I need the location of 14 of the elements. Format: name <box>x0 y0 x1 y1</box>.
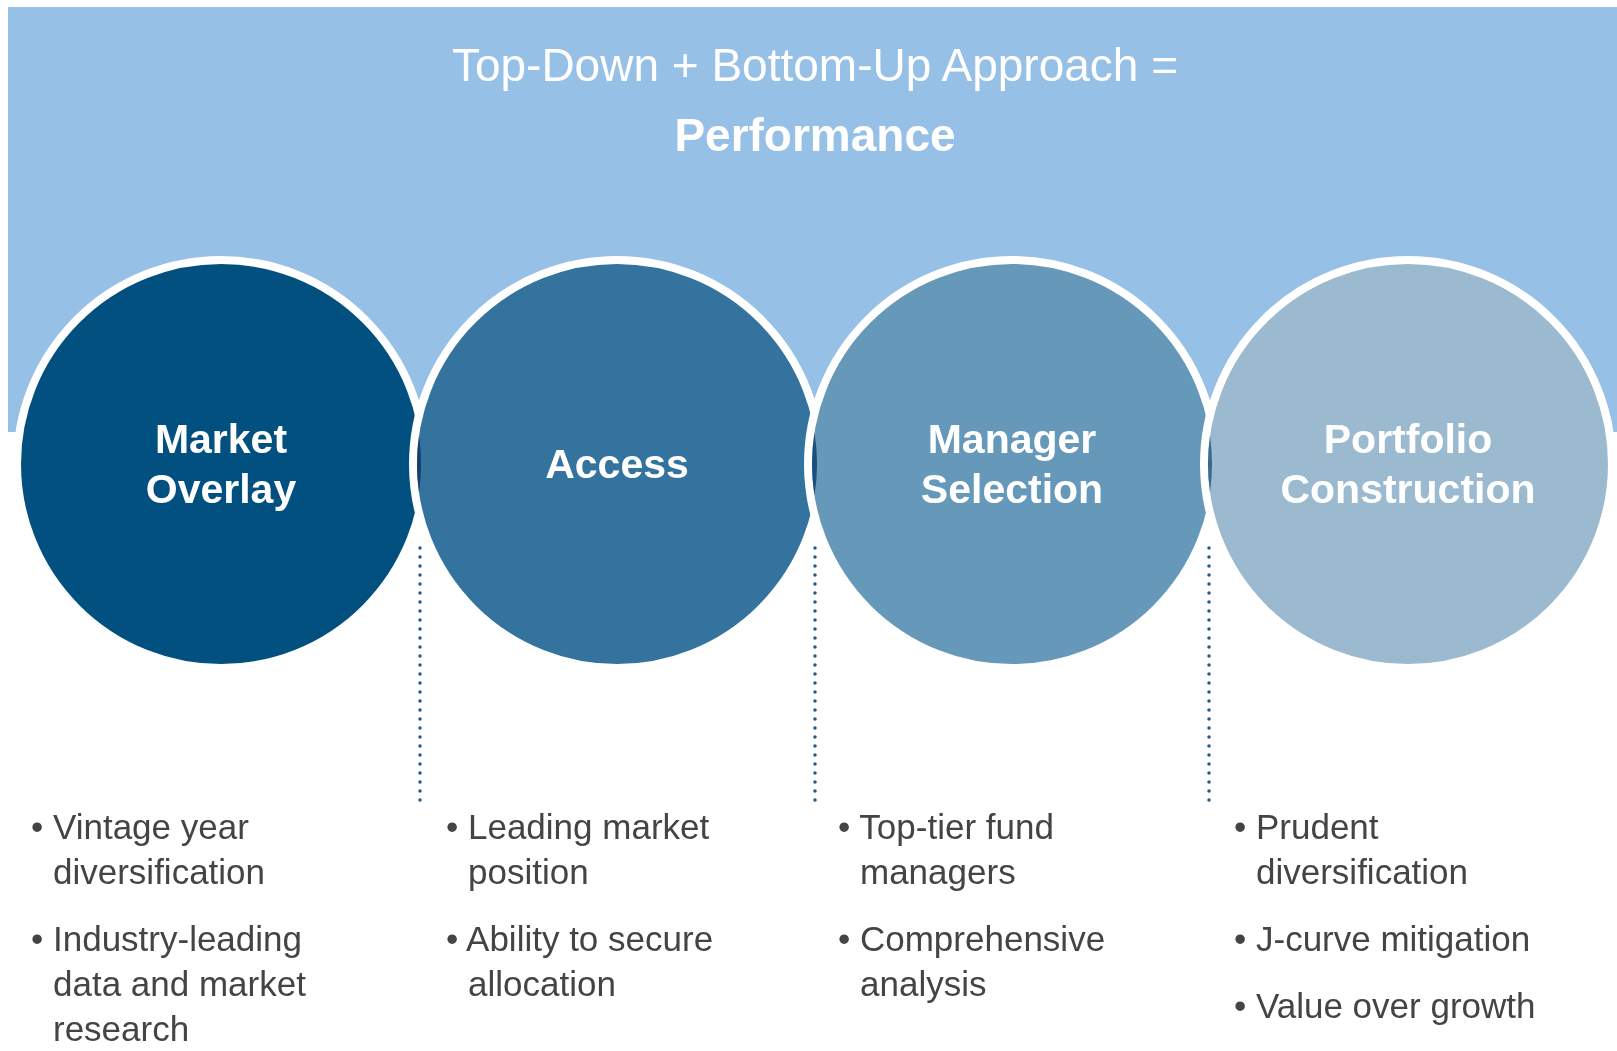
title: Top-Down + Bottom-Up Approach = Performance <box>450 38 1180 163</box>
bullet-point: • Industry-leading data and market research <box>31 918 307 1050</box>
bullet-point: • Leading market position <box>446 806 711 893</box>
stage-title: Manager Selection <box>919 415 1105 514</box>
bullet-point: • Prudent diversification <box>1234 806 1470 893</box>
bullet-point: • Comprehensive analysis <box>838 918 1107 1005</box>
bullet-point: • J-curve mitigation <box>1234 918 1532 960</box>
stage-title: Market Overlay <box>144 415 298 514</box>
bullet-point: • Vintage year diversification <box>31 806 267 893</box>
bullet-point: • Ability to secure allocation <box>446 918 715 1005</box>
bullet-point: • Top-tier fund managers <box>838 806 1055 893</box>
stage-title: Access <box>544 440 690 489</box>
bullet-point: • Value over growth <box>1234 985 1537 1027</box>
stage-title: Portfolio Construction <box>1279 415 1537 514</box>
